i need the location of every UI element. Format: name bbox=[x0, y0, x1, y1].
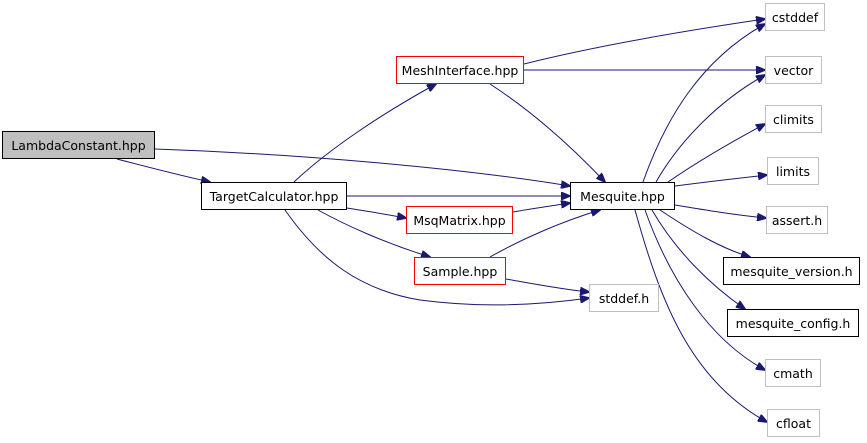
node-stddef[interactable]: stddef.h bbox=[589, 284, 659, 312]
edge-mesquite-to-mesquite-version bbox=[659, 209, 750, 257]
edge-lambda-constant-to-mesquite bbox=[154, 148, 570, 186]
edge-msq-matrix-to-mesquite bbox=[512, 203, 570, 213]
edge-mesquite-to-cfloat bbox=[634, 209, 767, 422]
node-target-calculator[interactable]: TargetCalculator.hpp bbox=[201, 182, 347, 210]
node-cstddef[interactable]: cstddef bbox=[765, 3, 825, 31]
edge-mesquite-to-assert bbox=[674, 204, 766, 218]
edge-target-calculator-to-msq-matrix bbox=[346, 207, 406, 218]
edge-mesquite-to-cmath bbox=[644, 209, 765, 370]
edge-sample-to-mesquite bbox=[489, 210, 600, 258]
edge-mesquite-to-climits bbox=[667, 124, 765, 183]
edge-target-calculator-to-mesh-interface bbox=[293, 84, 436, 183]
node-limits[interactable]: limits bbox=[767, 157, 819, 185]
edge-target-calculator-to-stddef bbox=[284, 209, 589, 306]
node-sample[interactable]: Sample.hpp bbox=[414, 257, 506, 285]
node-assert[interactable]: assert.h bbox=[766, 206, 828, 234]
node-mesh-interface[interactable]: MeshInterface.hpp bbox=[396, 56, 524, 84]
node-mesquite[interactable]: Mesquite.hpp bbox=[570, 182, 675, 210]
edge-mesquite-to-mesquite-config bbox=[651, 209, 745, 309]
edge-mesquite-to-limits bbox=[674, 175, 767, 187]
edge-target-calculator-to-sample bbox=[317, 209, 430, 257]
edge-mesquite-to-cstddef bbox=[642, 24, 765, 183]
node-climits[interactable]: climits bbox=[765, 105, 822, 133]
node-cmath[interactable]: cmath bbox=[765, 359, 821, 387]
node-msq-matrix[interactable]: MsqMatrix.hpp bbox=[406, 206, 513, 234]
edge-lambda-constant-to-target-calculator bbox=[116, 158, 210, 182]
node-cfloat[interactable]: cfloat bbox=[767, 409, 820, 437]
edge-mesquite-to-vector bbox=[655, 75, 765, 183]
node-mesquite-config[interactable]: mesquite_config.h bbox=[727, 309, 859, 337]
node-mesquite-version[interactable]: mesquite_version.h bbox=[723, 257, 860, 285]
node-lambda-constant[interactable]: LambdaConstant.hpp bbox=[2, 131, 155, 159]
edge-mesh-interface-to-mesquite bbox=[489, 83, 605, 182]
node-vector[interactable]: vector bbox=[765, 56, 822, 84]
edge-mesh-interface-to-cstddef bbox=[523, 19, 765, 65]
edge-sample-to-stddef bbox=[505, 278, 589, 292]
